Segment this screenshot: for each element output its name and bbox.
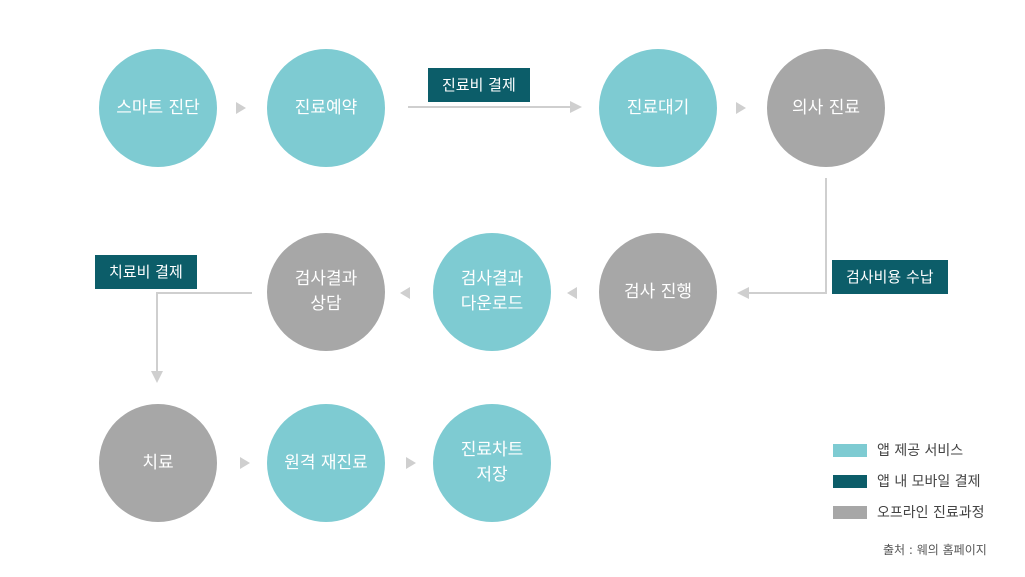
step-label: 의사 진료 bbox=[792, 97, 860, 118]
step-test-run: 검사 진행 bbox=[599, 233, 717, 351]
legend-item-offline: 오프라인 진료과정 bbox=[833, 502, 985, 522]
step-label: 검사결과 상담 bbox=[294, 269, 358, 314]
step-doctor-consult: 의사 진료 bbox=[767, 49, 885, 167]
step-label: 치료 bbox=[142, 452, 174, 473]
step-chart-save: 진료차트 저장 bbox=[433, 404, 551, 522]
connector-doctor-test-head bbox=[737, 287, 749, 299]
step-label: 스마트 진단 bbox=[116, 97, 200, 118]
arrow-right-icon bbox=[240, 457, 250, 469]
arrow-left-icon bbox=[567, 287, 577, 299]
source-caption: 출처 : 웨의 홈페이지 bbox=[883, 543, 987, 557]
step-label: 검사결과 다운로드 bbox=[460, 269, 524, 314]
step-remote-revisit: 원격 재진료 bbox=[267, 404, 385, 522]
step-result-download: 검사결과 다운로드 bbox=[433, 233, 551, 351]
step-waiting: 진료대기 bbox=[599, 49, 717, 167]
payment-tag-treatment-fee: 치료비 결제 bbox=[95, 255, 197, 289]
legend-swatch bbox=[833, 443, 867, 457]
step-label: 진료차트 저장 bbox=[460, 440, 524, 485]
connector-consult-treatment-head bbox=[151, 371, 163, 383]
legend-item-mobile-payment: 앱 내 모바일 결제 bbox=[833, 471, 981, 491]
step-label: 원격 재진료 bbox=[284, 452, 368, 473]
step-result-consult: 검사결과 상담 bbox=[267, 233, 385, 351]
payment-tag-test-fee: 검사비용 수납 bbox=[832, 260, 948, 294]
arrow-right-icon bbox=[406, 457, 416, 469]
arrow-right-icon bbox=[236, 102, 246, 114]
legend-swatch bbox=[833, 474, 867, 488]
step-treatment: 치료 bbox=[99, 404, 217, 522]
step-smart-diagnosis: 스마트 진단 bbox=[99, 49, 217, 167]
connector-doctor-test bbox=[748, 178, 827, 294]
connector-consult-treatment bbox=[156, 292, 252, 372]
connector-reservation-waiting-head bbox=[570, 101, 582, 113]
legend-swatch bbox=[833, 505, 867, 519]
step-label: 검사 진행 bbox=[624, 281, 692, 302]
step-label: 진료대기 bbox=[626, 97, 690, 118]
payment-tag-consult-fee: 진료비 결제 bbox=[428, 68, 530, 102]
legend-item-app-service: 앱 제공 서비스 bbox=[833, 440, 963, 460]
step-label: 진료예약 bbox=[294, 97, 358, 118]
arrow-left-icon bbox=[400, 287, 410, 299]
arrow-right-icon bbox=[736, 102, 746, 114]
step-reservation: 진료예약 bbox=[267, 49, 385, 167]
